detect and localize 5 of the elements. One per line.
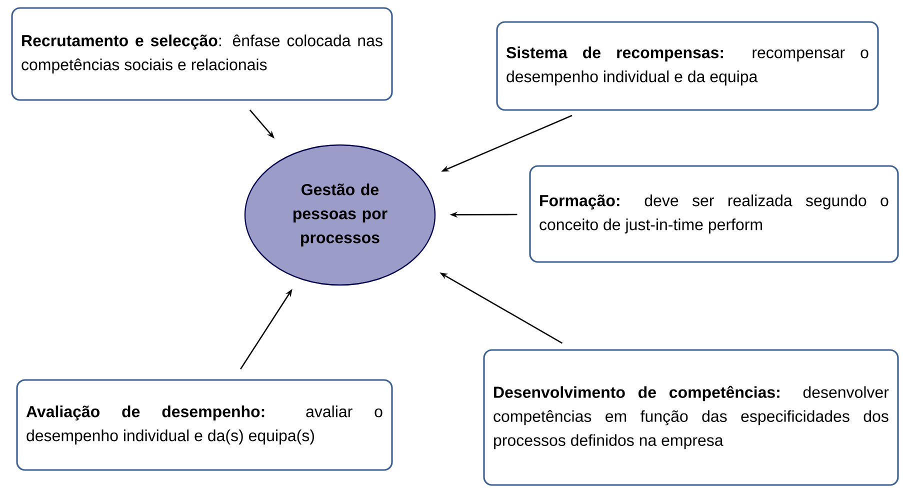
text-box: Desenvolvimento de competências: desenvolver competências em função das especificidades dos processos definidos na empresa	[483, 349, 899, 486]
text-box: Sistema de recompensas: recompensar o desempenho individual e da equipa	[496, 21, 879, 111]
text-box: Avaliação de desempenho: avaliar o desempenho individual e da(s) equipa(s)	[16, 379, 393, 471]
text-box: Formação: deve ser realizada segundo o conceito de just-in-time perform	[529, 165, 899, 263]
text-box: Recrutamento e selecção: ênfase colocada nas competências sociais e relacionais	[11, 7, 393, 101]
